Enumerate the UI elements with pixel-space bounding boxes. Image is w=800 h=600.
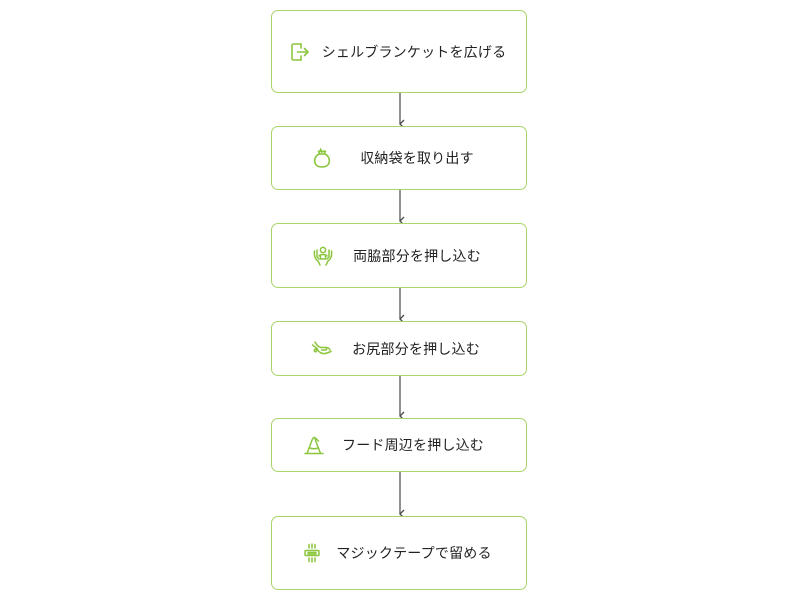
hands-holding-figure-icon bbox=[311, 244, 335, 268]
step-fasten-velcro[interactable]: マジックテープで留める bbox=[271, 516, 527, 590]
step-label: マジックテープで留める bbox=[336, 546, 492, 562]
step-push-in-sides[interactable]: 両脇部分を押し込む bbox=[271, 223, 527, 288]
exit-arrow-icon bbox=[288, 40, 312, 64]
hand-press-icon bbox=[310, 337, 334, 361]
step-push-in-bottom[interactable]: お尻部分を押し込む bbox=[271, 321, 527, 376]
pouch-bag-icon bbox=[310, 146, 334, 170]
hood-hat-icon bbox=[302, 433, 326, 457]
step-label: フード周辺を押し込む bbox=[342, 438, 484, 454]
step-label: 収納袋を取り出す bbox=[360, 151, 474, 167]
step-push-in-hood[interactable]: フード周辺を押し込む bbox=[271, 418, 527, 472]
step-label: 両脇部分を押し込む bbox=[353, 248, 481, 265]
step-take-out-bag[interactable]: 収納袋を取り出す bbox=[271, 126, 527, 190]
step-spread-blanket[interactable]: シェルブランケットを広げる bbox=[271, 10, 527, 93]
fastener-strip-icon bbox=[300, 541, 324, 565]
step-label: シェルブランケットを広げる bbox=[321, 44, 507, 61]
step-label: お尻部分を押し込む bbox=[352, 341, 480, 358]
